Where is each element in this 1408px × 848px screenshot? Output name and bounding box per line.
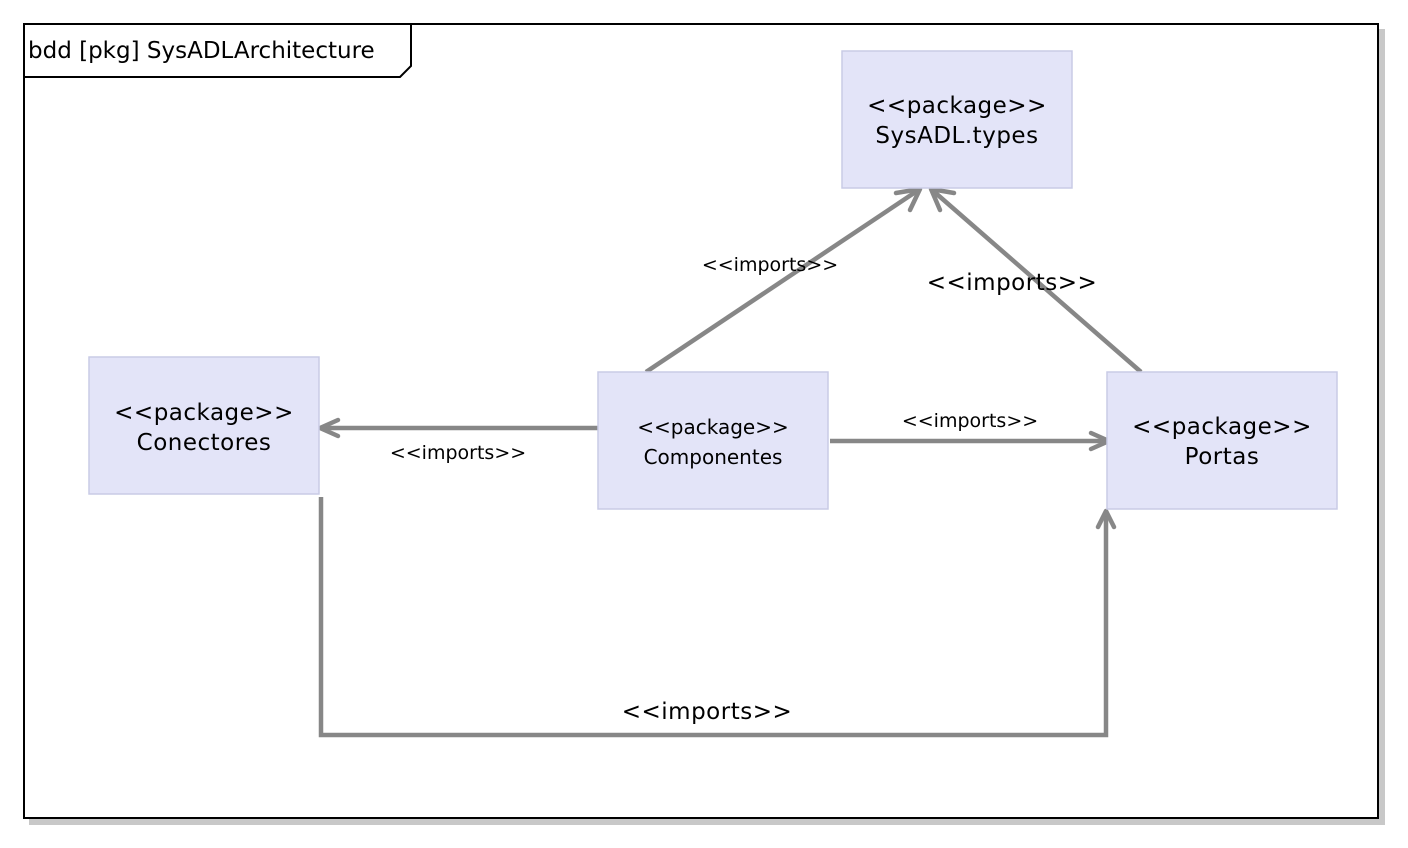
arrowhead-icon <box>893 186 923 213</box>
frame-title: bdd [pkg] SysADLArchitecture <box>28 38 375 64</box>
edge-label: <<imports>> <box>390 442 526 464</box>
package-name: Portas <box>1185 444 1260 470</box>
edge-label: <<imports>> <box>622 699 793 725</box>
package-stereotype: <<package>> <box>867 93 1047 119</box>
edge-line <box>644 187 922 374</box>
arrowhead-icon <box>1095 508 1117 530</box>
package-stereotype: <<package>> <box>114 400 294 426</box>
package-name: SysADL.types <box>875 123 1038 149</box>
edge-line <box>318 497 1109 738</box>
package-box <box>597 371 829 510</box>
arrowhead-icon <box>928 186 957 213</box>
edge-line <box>929 187 1143 374</box>
dependency-componentes-to-conectores[interactable]: <<imports>> <box>317 417 598 464</box>
package-box <box>841 50 1073 189</box>
arrowhead-icon <box>317 417 341 439</box>
package-sysadl-types[interactable]: <<package>> SysADL.types <box>841 50 1073 189</box>
dependency-componentes-to-portas[interactable]: <<imports>> <box>830 410 1112 452</box>
package-conectores[interactable]: <<package>> Conectores <box>88 356 320 495</box>
package-box <box>1106 371 1338 510</box>
edge-label: <<imports>> <box>902 410 1038 432</box>
package-portas[interactable]: <<package>> Portas <box>1106 371 1338 510</box>
frame-title-tab <box>23 23 412 78</box>
edge-label: <<imports>> <box>927 270 1098 296</box>
dependency-conectores-to-portas[interactable]: <<imports>> <box>318 497 1117 738</box>
package-box <box>88 356 320 495</box>
package-stereotype: <<package>> <box>637 415 788 439</box>
dependency-componentes-to-types[interactable]: <<imports>> <box>644 186 923 374</box>
package-stereotype: <<package>> <box>1132 414 1312 440</box>
package-name: Componentes <box>644 445 783 469</box>
edge-label: <<imports>> <box>702 254 838 276</box>
package-componentes[interactable]: <<package>> Componentes <box>597 371 829 510</box>
package-name: Conectores <box>137 430 272 456</box>
dependency-portas-to-types[interactable]: <<imports>> <box>927 186 1143 374</box>
